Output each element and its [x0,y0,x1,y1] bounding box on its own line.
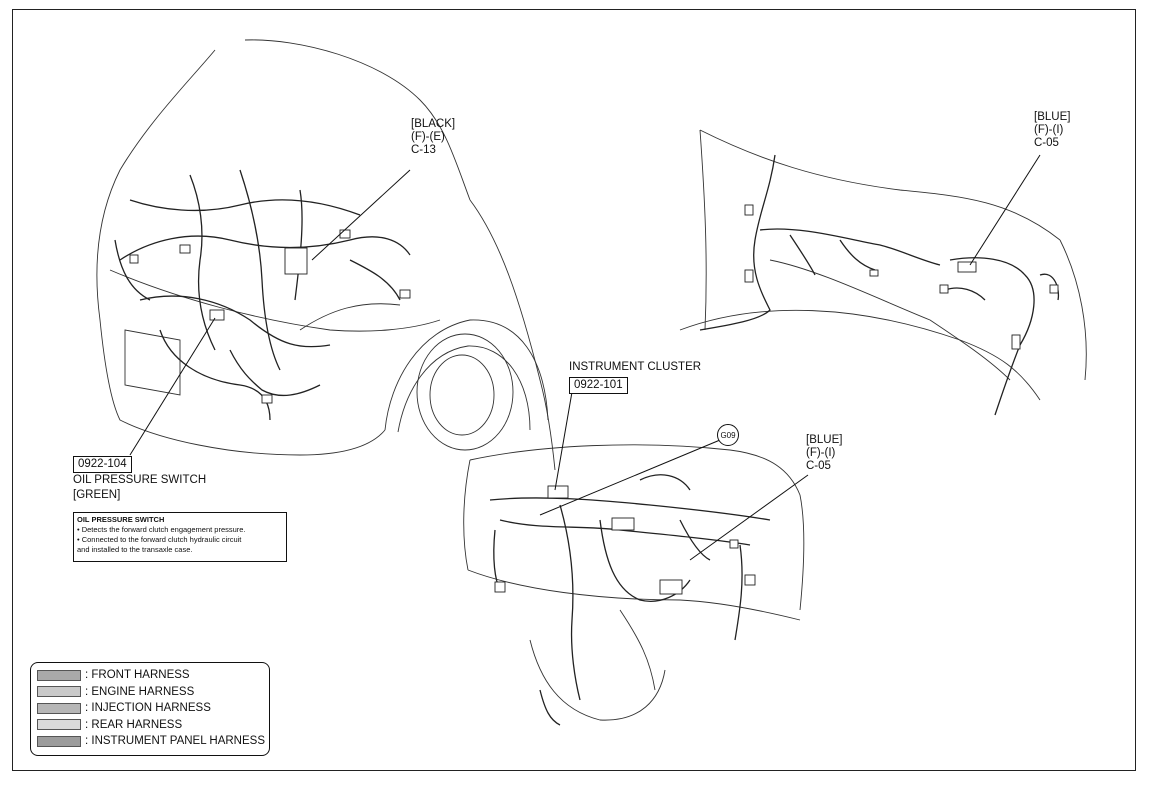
leader-oil-pressure-switch [129,317,216,456]
legend-item-rear: : REAR HARNESS [37,717,269,734]
legend-label-instrument-panel: : INSTRUMENT PANEL HARNESS [85,735,265,748]
instrument-cluster-title: INSTRUMENT CLUSTER [569,361,702,373]
legend-item-engine: : ENGINE HARNESS [37,684,269,701]
note-line-1: • Detects the forward clutch engagement … [77,525,246,534]
legend-swatch-front [37,669,81,681]
leader-c05-top [969,154,1041,266]
legend-swatch-engine [37,686,81,698]
c05-top-code: (F)-(I) [1034,124,1064,136]
legend-label-engine: : ENGINE HARNESS [85,685,195,698]
c05-top-color: [BLUE] [1034,111,1071,123]
c05-mid-code: (F)-(I) [806,447,836,459]
harness-legend: : FRONT HARNESS : ENGINE HARNESS : INJEC… [30,662,270,756]
legend-item-front: : FRONT HARNESS [37,667,269,684]
c05-top-id: C-05 [1034,137,1059,149]
oil-pressure-switch-name: OIL PRESSURE SWITCH [73,474,207,486]
legend-label-injection: : INJECTION HARNESS [85,702,211,715]
note-line-3: and installed to the transaxle case. [77,545,193,554]
oil-pressure-switch-part-number: 0922-104 [73,456,132,473]
note-title: OIL PRESSURE SWITCH [77,515,165,524]
leader-c05-mid [689,474,809,561]
c13-id: C-13 [411,144,436,156]
legend-swatch-instrument-panel [37,735,81,747]
legend-swatch-rear [37,719,81,731]
legend-label-rear: : REAR HARNESS [85,718,183,731]
leader-g09 [539,439,721,516]
callout-c05-mid: [BLUE] (F)-(I) C-05 [806,434,842,473]
legend-swatch-injection [37,702,81,714]
c13-color: [BLACK] [411,118,456,130]
instrument-cluster-part-number: 0922-101 [569,377,628,394]
c05-mid-id: C-05 [806,460,831,472]
legend-item-instrument-panel: : INSTRUMENT PANEL HARNESS [37,733,269,750]
c13-code: (F)-(E) [411,131,445,143]
c05-mid-color: [BLUE] [806,434,843,446]
legend-label-front: : FRONT HARNESS [85,669,190,682]
legend-item-injection: : INJECTION HARNESS [37,700,269,717]
diagram-frame [12,9,1136,771]
leader-c13 [311,169,411,261]
callout-c05-top: [BLUE] (F)-(I) C-05 [1034,111,1070,150]
leader-instrument-cluster [554,391,573,491]
callout-c13: [BLACK] (F)-(E) C-13 [411,118,455,157]
note-line-2: • Connected to the forward clutch hydrau… [77,535,242,544]
ground-g09-badge: G09 [717,424,739,446]
oil-pressure-switch-color: [GREEN] [73,489,121,501]
oil-pressure-switch-note: OIL PRESSURE SWITCH • Detects the forwar… [73,512,287,562]
